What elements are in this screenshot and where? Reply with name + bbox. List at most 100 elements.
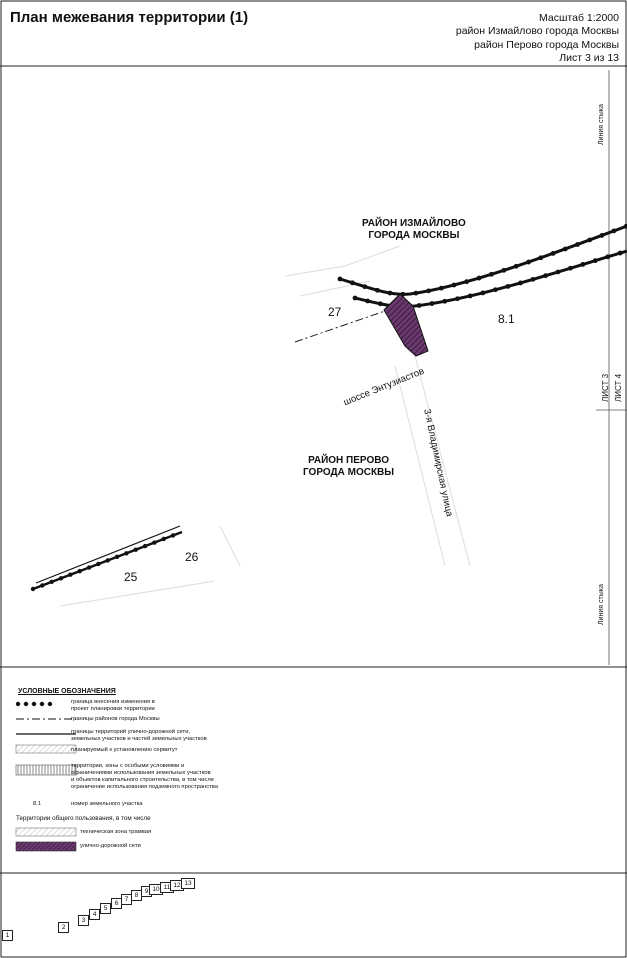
boundary-dot	[505, 283, 511, 289]
boundary-dot	[476, 275, 482, 281]
boundary-dot	[480, 290, 486, 296]
boundary-dot	[58, 576, 64, 581]
legend-title: УСЛОВНЫЕ ОБОЗНАЧЕНИЯ	[18, 688, 116, 695]
boundary-dot	[170, 533, 176, 538]
legend-item-district-boundary: границы районов города Москвы	[71, 716, 160, 722]
scale-label: Масштаб 1:2000	[539, 12, 619, 24]
boundary-dot	[133, 547, 138, 552]
boundary-dot	[489, 271, 494, 277]
boundary-dot	[438, 285, 444, 291]
boundary-dot	[580, 262, 586, 267]
legend-item-special-zones: территории, зоны с особыми условиями и о…	[71, 763, 219, 790]
parcel-boundary-dots	[30, 533, 176, 592]
sheet-3-label: ЛИСТ 3	[601, 373, 610, 402]
boundary-dot	[105, 558, 110, 563]
boundary-dot	[599, 233, 605, 238]
boundary-dot	[530, 276, 536, 282]
boundary-dot	[455, 296, 460, 302]
boundary-dot	[96, 561, 101, 567]
boundary-dot	[337, 276, 343, 282]
boundary-dot	[568, 265, 573, 271]
boundary-dot	[352, 295, 358, 301]
boundary-dot	[518, 280, 523, 286]
boundary-dot	[68, 572, 73, 577]
boundary-dot	[86, 565, 92, 570]
district-izmailovo-label: РАЙОН ИЗМАЙЛОВО ГОРОДА МОСКВЫ	[362, 218, 466, 241]
boundary-dot	[377, 301, 383, 307]
legend-item-change-boundary: граница внесения изменения в проект план…	[71, 699, 155, 712]
boundary-dots	[337, 223, 627, 309]
boundary-dot	[562, 246, 568, 252]
boundary-dot	[365, 298, 371, 304]
district-2-label: район Перово города Москвы	[474, 39, 619, 51]
boundary-dot	[114, 554, 120, 560]
background-road-edges	[59, 245, 471, 607]
legend-item-street-network: улично-дорожной сети	[80, 843, 141, 849]
boundary-dot	[592, 258, 598, 264]
legend-item-servitude: планируемый к установлению сервитут	[71, 747, 178, 753]
sheet-index-box: 5	[100, 903, 111, 914]
boundary-dot	[40, 583, 45, 588]
boundary-dot	[387, 290, 393, 296]
boundary-dot	[429, 301, 435, 306]
boundary-dot	[413, 290, 419, 296]
boundary-dot	[152, 540, 157, 545]
legend-item-parcel-number: номер земельного участка	[71, 801, 143, 807]
boundary-dot	[550, 251, 556, 256]
boundary-dot	[555, 269, 561, 275]
boundary-dot	[442, 298, 448, 304]
district-perovo-label: РАЙОН ПЕРОВО ГОРОДА МОСКВЫ	[303, 455, 395, 478]
boundary-dot	[77, 568, 82, 574]
boundary-dot	[575, 242, 580, 247]
boundary-dot	[501, 267, 507, 273]
boundary-dot	[350, 280, 355, 286]
road-boundary-lower	[354, 249, 627, 308]
legend-public-heading: Территории общего пользования, в том чис…	[16, 815, 151, 822]
street-network-area	[383, 293, 429, 357]
boundary-dot	[124, 551, 129, 556]
sheet-index-box: 13	[181, 878, 195, 889]
sheet-index-box: 3	[78, 915, 89, 926]
boundary-dot	[538, 255, 544, 261]
boundary-dot	[426, 288, 432, 294]
boundary-dot	[416, 303, 422, 308]
sheet-number-label: Лист 3 из 13	[559, 52, 619, 64]
sheet-4-label: ЛИСТ 4	[614, 373, 623, 402]
boundary-dot	[374, 287, 380, 293]
boundary-dot	[142, 543, 148, 549]
boundary-dot	[161, 536, 166, 542]
join-line-label-top: Линия стыка	[598, 104, 605, 145]
boundary-dot	[623, 223, 627, 229]
boundary-dot	[467, 293, 473, 299]
boundary-dot	[30, 586, 36, 592]
boundary-dot	[362, 284, 368, 290]
boundary-dot	[451, 282, 457, 288]
page-title: План межевания территории (1)	[10, 9, 249, 26]
boundary-dot	[49, 579, 54, 585]
legend-item-tram-zone: техническая зона трамвая	[80, 829, 152, 835]
sheet-index-box: 1	[2, 930, 13, 941]
map-drawing	[30, 223, 627, 607]
sheet-index-box: 2	[58, 922, 69, 933]
boundary-dot	[464, 279, 469, 285]
join-line-label-bottom: Линия стыка	[598, 584, 605, 625]
parcel-number-25: 25	[124, 570, 138, 584]
legend-item-territory-boundary: границы территорий улично-дорожной сети,…	[71, 729, 207, 742]
boundary-dot	[526, 259, 531, 265]
parcel-boundary-inner	[35, 525, 181, 584]
boundary-dot	[493, 287, 498, 293]
boundary-dot	[611, 228, 617, 234]
boundary-dot	[617, 250, 623, 256]
district-1-label: район Измайлово города Москвы	[455, 25, 619, 37]
sheet-index-box: 4	[89, 909, 100, 920]
boundary-dot	[543, 273, 548, 279]
parcel-number-26: 26	[185, 550, 199, 564]
legend-sample-number: 8.1	[33, 801, 42, 807]
legend-symbols	[15, 701, 77, 852]
parcel-number-27: 27	[328, 305, 342, 319]
boundary-dot	[605, 254, 611, 260]
boundary-dot	[513, 263, 519, 269]
parcel-number-8-1: 8.1	[498, 312, 515, 326]
